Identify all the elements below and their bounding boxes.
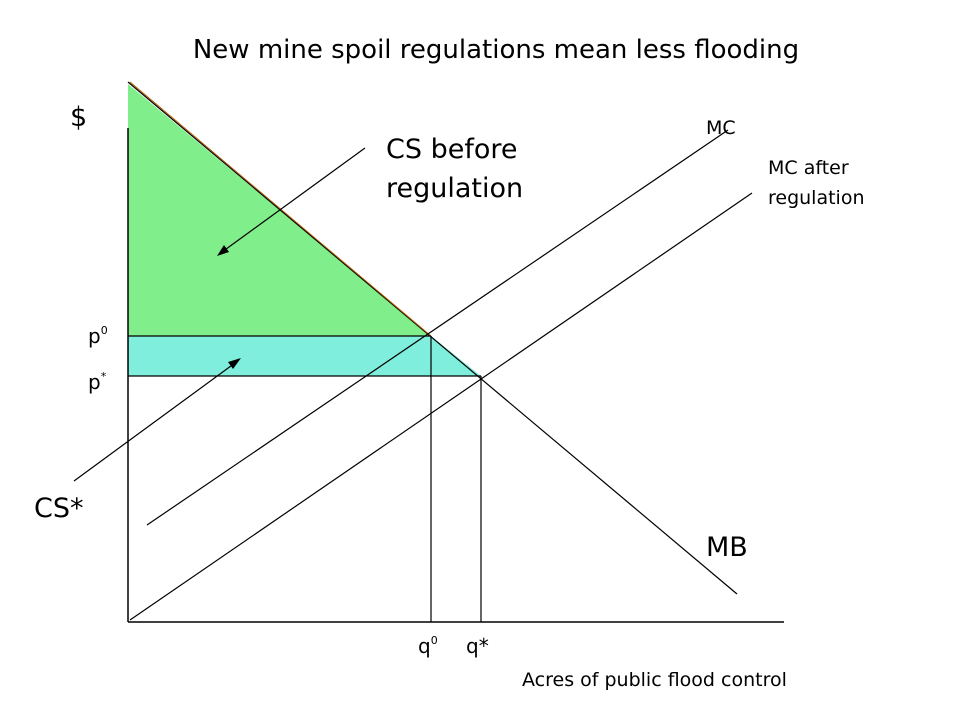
y-axis-label: $: [70, 102, 87, 133]
cs-star-area: [128, 336, 481, 376]
q0-label: q0: [418, 634, 438, 658]
q-star-label: q*: [466, 634, 489, 658]
cs-before-arrow: [217, 147, 366, 256]
mb-curve: [127, 81, 738, 595]
mc-curve: [146, 129, 729, 526]
x-axis-label: Acres of public flood control: [522, 669, 787, 691]
diagram-title: New mine spoil regulations mean less flo…: [193, 35, 799, 65]
cs-star-arrow: [73, 358, 241, 482]
mc-after-label: MC after regulation: [768, 157, 865, 209]
mc-label: MC: [706, 117, 736, 139]
cs-before-label: CS before regulation: [386, 134, 526, 204]
cs-star-label: CS*: [34, 493, 84, 524]
mc-after-curve: [129, 192, 753, 621]
p0-label: p0: [88, 324, 108, 348]
mb-label: MB: [706, 532, 748, 563]
p-star-label: p*: [88, 370, 107, 394]
